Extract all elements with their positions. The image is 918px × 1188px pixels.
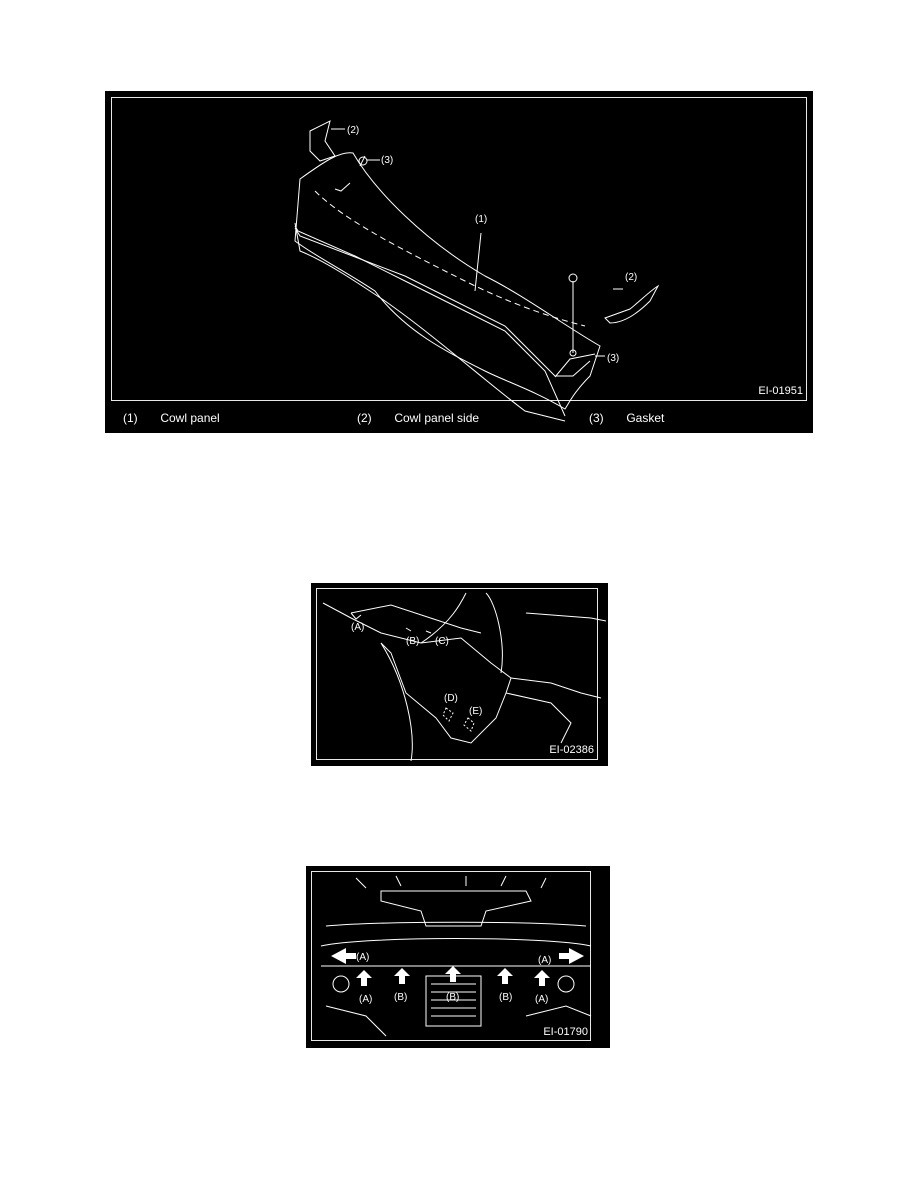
- legend-label: Cowl panel: [160, 411, 220, 425]
- legend-num: (1): [123, 411, 138, 425]
- callout-3-top: (3): [381, 155, 393, 166]
- figure-id-code: EI-01951: [758, 385, 803, 397]
- engine-bay-drawing: (A) (A) (A) (B) (B) (B) (A): [320, 875, 592, 1037]
- callout-a-left: (A): [356, 952, 369, 963]
- callout-a-right: (A): [538, 955, 551, 966]
- callout-b-center: (B): [446, 992, 459, 1003]
- callout-1: (1): [475, 214, 487, 225]
- cowl-side-drawing: (A) (B) (C) (D) (E): [322, 592, 607, 762]
- figure-cowl-panel: (2) (3) (1) (2) (3) EI-01951 (1) Cowl pa…: [105, 91, 813, 433]
- legend-label: Gasket: [626, 411, 665, 425]
- figure-clip-locations: (A) (A) (A) (B) (B) (B) (A) EI-01790: [306, 866, 610, 1048]
- callout-b: (B): [406, 636, 419, 647]
- callout-a-lower-right: (A): [535, 994, 548, 1005]
- callout-a-lower-left: (A): [359, 994, 372, 1005]
- figure-frame: [111, 97, 807, 401]
- legend-item-2: (2) Cowl panel side: [357, 411, 479, 425]
- legend-num: (3): [589, 411, 604, 425]
- callout-b-left: (B): [394, 992, 407, 1003]
- callout-e: (E): [469, 706, 482, 717]
- callout-c: (C): [435, 636, 449, 647]
- callout-a: (A): [351, 622, 364, 633]
- figure-frame: [311, 871, 591, 1041]
- callout-2-top: (2): [347, 125, 359, 136]
- callout-b-right: (B): [499, 992, 512, 1003]
- figure-frame: [316, 588, 598, 760]
- figure-id-code: EI-01790: [543, 1026, 588, 1038]
- figure-cowl-panel-side: (A) (B) (C) (D) (E) EI-02386: [311, 583, 608, 766]
- legend-item-3: (3) Gasket: [589, 411, 664, 425]
- legend-label: Cowl panel side: [394, 411, 480, 425]
- legend-num: (2): [357, 411, 372, 425]
- callout-2-right: (2): [625, 272, 637, 283]
- figure-id-code: EI-02386: [549, 744, 594, 756]
- cowl-panel-drawing: (2) (3) (1) (2) (3): [294, 120, 660, 422]
- callout-3-right: (3): [607, 353, 619, 364]
- legend-item-1: (1) Cowl panel: [123, 411, 220, 425]
- callout-d: (D): [444, 693, 458, 704]
